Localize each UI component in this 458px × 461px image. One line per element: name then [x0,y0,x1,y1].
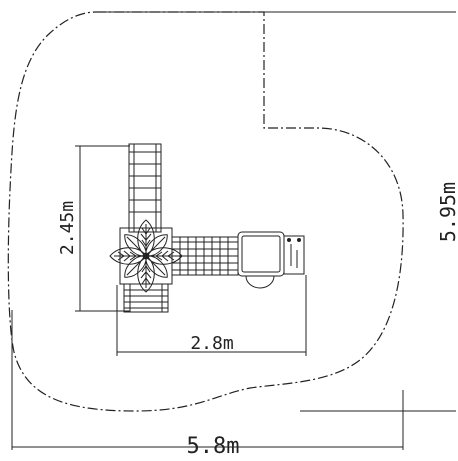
right-platform [237,231,285,289]
height-dimension [96,11,456,412]
net-bridge [171,236,239,276]
structure-width-label: 2.8m [190,333,233,354]
structure-width-dimension [116,275,307,356]
playground-structure [109,143,305,313]
total-width-label: 5.8m [187,434,240,459]
steps [123,283,169,313]
structure-height-label: 2.45m [57,201,78,255]
leaf-roof [109,219,183,293]
slide [128,143,162,233]
structure-height-dimension [75,145,130,312]
width-dimension [11,310,404,450]
side-panel [283,235,305,275]
total-height-label: 5.95m [436,182,458,242]
safety-zone-boundary [7,11,404,412]
